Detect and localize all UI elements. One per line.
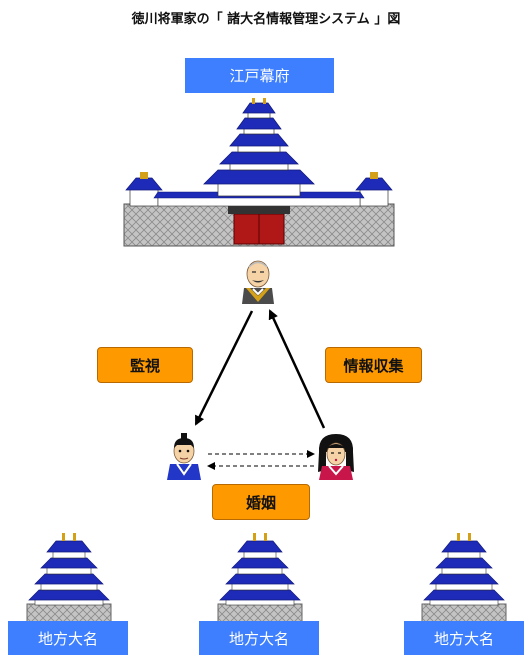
diagram-title: 徳川将軍家の「 諸大名情報管理システム 」図 bbox=[131, 12, 401, 27]
edo-shogunate-label: 江戸幕府 bbox=[185, 58, 334, 93]
surveillance-arrow bbox=[194, 310, 254, 426]
intelligence-arrow bbox=[268, 309, 326, 429]
intelligence-label: 情報収集 bbox=[325, 347, 422, 383]
marriage-label: 婚姻 bbox=[212, 484, 310, 520]
daimyo-label: 地方大名 bbox=[199, 621, 319, 655]
daimyo-label: 地方大名 bbox=[404, 621, 524, 655]
edo-castle-icon bbox=[123, 98, 395, 247]
shogun-icon bbox=[242, 260, 274, 304]
samurai-icon bbox=[167, 433, 201, 480]
daimyo-label: 地方大名 bbox=[8, 621, 128, 655]
princess-icon bbox=[318, 434, 354, 480]
surveillance-label: 監視 bbox=[97, 347, 193, 383]
